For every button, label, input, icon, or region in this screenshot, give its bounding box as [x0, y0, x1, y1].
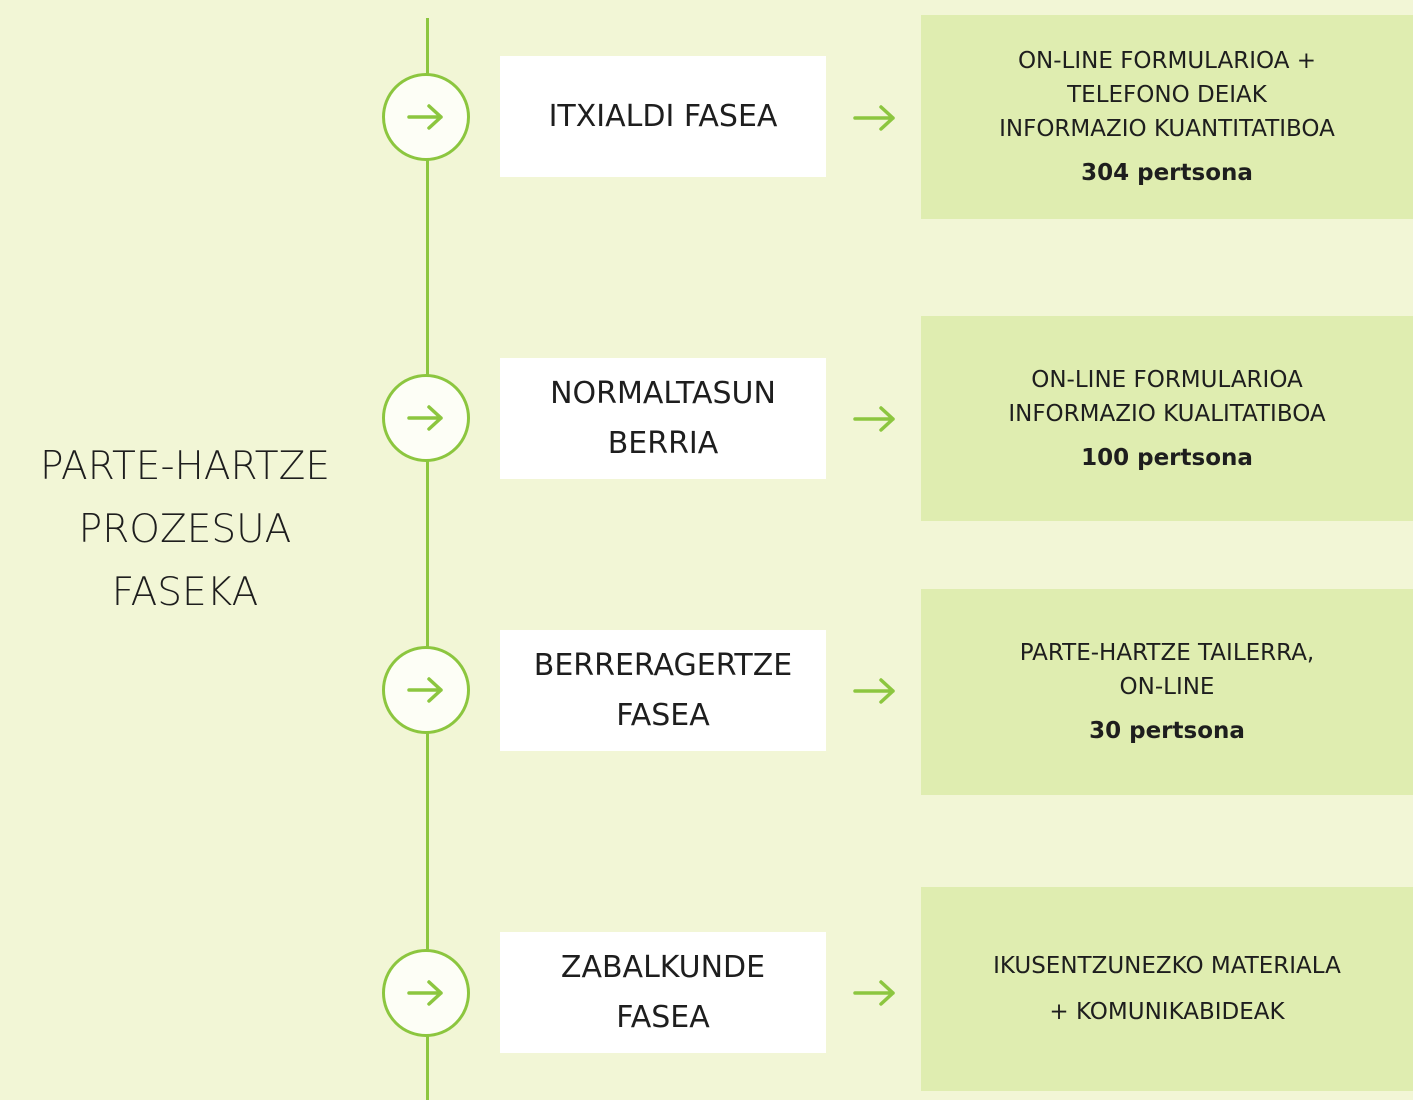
result-line: + KOMUNIKABIDEAK: [1049, 999, 1285, 1025]
phase-3-circle: [382, 646, 470, 734]
diagram-title: PARTE-HARTZE PROZESUA FASEKA: [20, 435, 350, 624]
timeline-line: [426, 18, 429, 1100]
phase-3-label: BERRERAGERTZE: [533, 647, 793, 683]
phase-2-result: ON-LINE FORMULARIOA INFORMAZIO KUALITATI…: [921, 316, 1413, 521]
phase-4-connector: [852, 978, 898, 1008]
phase-3-box: BERRERAGERTZE FASEA: [500, 630, 826, 751]
right-arrow-icon: [407, 405, 443, 431]
phase-4-result: IKUSENTZUNEZKO MATERIALA + KOMUNIKABIDEA…: [921, 887, 1413, 1091]
phase-2-connector: [852, 404, 898, 434]
right-arrow-icon: [853, 980, 895, 1006]
result-line: ON-LINE: [1119, 674, 1215, 700]
result-line: PARTE-HARTZE TAILERRA,: [1019, 640, 1315, 666]
phase-4-box: ZABALKUNDE FASEA: [500, 932, 826, 1053]
result-line: IKUSENTZUNEZKO MATERIALA: [993, 953, 1341, 979]
phase-3-result: PARTE-HARTZE TAILERRA, ON-LINE 30 pertso…: [921, 589, 1413, 795]
diagram-title-line: PROZESUA: [78, 507, 292, 552]
result-line: INFORMAZIO KUANTITATIBOA: [999, 116, 1335, 142]
result-line: TELEFONO DEIAK: [1067, 82, 1267, 108]
phase-4-label: ZABALKUNDE: [560, 949, 766, 985]
right-arrow-icon: [853, 678, 895, 704]
phase-1-result: ON-LINE FORMULARIOA + TELEFONO DEIAK INF…: [921, 15, 1413, 219]
participant-count: 30 pertsona: [1089, 718, 1245, 744]
result-line: ON-LINE FORMULARIOA +: [1017, 48, 1317, 74]
phase-3-connector: [852, 676, 898, 706]
phase-1-label: ITXIALDI FASEA: [548, 98, 778, 134]
phase-1-connector: [852, 103, 898, 133]
participant-count: 100 pertsona: [1081, 444, 1253, 471]
phase-1-circle: [382, 73, 470, 161]
phase-3-label: FASEA: [616, 697, 710, 733]
right-arrow-icon: [407, 677, 443, 703]
phase-2-label: NORMALTASUN: [550, 375, 776, 411]
right-arrow-icon: [853, 406, 895, 432]
diagram-title-line: FASEKA: [111, 570, 259, 615]
participant-count: 304 pertsona: [1081, 160, 1253, 186]
phase-4-circle: [382, 949, 470, 1037]
phase-4-label: FASEA: [616, 999, 710, 1035]
right-arrow-icon: [407, 104, 443, 130]
phase-2-circle: [382, 374, 470, 462]
right-arrow-icon: [407, 980, 443, 1006]
phase-2-box: NORMALTASUN BERRIA: [500, 358, 826, 479]
phase-2-label: BERRIA: [607, 425, 719, 461]
result-line: INFORMAZIO KUALITATIBOA: [1008, 400, 1326, 427]
right-arrow-icon: [853, 105, 895, 131]
phase-1-box: ITXIALDI FASEA: [500, 56, 826, 177]
diagram-title-line: PARTE-HARTZE: [40, 444, 330, 489]
result-line: ON-LINE FORMULARIOA: [1031, 366, 1303, 393]
